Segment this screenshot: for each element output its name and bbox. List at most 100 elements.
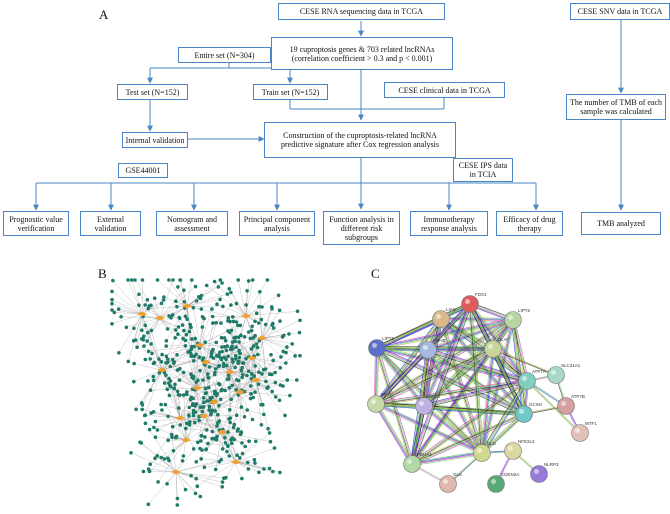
lncrna-node	[239, 368, 244, 373]
lncrna-node	[236, 359, 241, 364]
lncrna-node	[214, 321, 218, 325]
lncrna-node	[241, 372, 245, 377]
lncrna-node	[172, 386, 177, 390]
protein-node-atp7a	[518, 372, 536, 390]
lncrna-node	[231, 315, 235, 319]
lncrna-node	[200, 315, 205, 319]
lncrna-node	[253, 319, 257, 324]
lncrna-node	[184, 426, 188, 431]
lncrna-node	[210, 307, 214, 311]
lncrna-node	[170, 435, 174, 440]
lncrna-node	[245, 408, 249, 412]
lncrna-node	[293, 354, 297, 358]
lncrna-node	[110, 297, 114, 302]
protein-node-gcsh	[515, 405, 533, 423]
protein-node-nfe2l2	[504, 442, 522, 460]
lncrna-node	[295, 309, 300, 314]
lncrna-node	[210, 314, 215, 319]
lncrna-node	[181, 370, 186, 375]
lncrna-node	[231, 425, 236, 430]
lncrna-node	[140, 403, 145, 407]
lncrna-node	[166, 414, 170, 419]
gene-hub-node	[195, 342, 205, 348]
lncrna-node	[250, 324, 254, 329]
lncrna-gene-network	[110, 278, 302, 507]
lncrna-node	[248, 336, 253, 341]
lncrna-node	[269, 353, 273, 357]
lncrna-node	[218, 350, 222, 355]
lncrna-node	[189, 473, 193, 478]
gene-hub-node	[192, 385, 202, 391]
lncrna-node	[166, 357, 170, 362]
lncrna-node	[134, 407, 138, 412]
lncrna-node	[152, 425, 156, 430]
lncrna-node	[170, 424, 175, 429]
lncrna-node	[213, 370, 217, 375]
lncrna-node	[223, 436, 227, 440]
lncrna-node	[249, 372, 254, 376]
lncrna-node	[262, 412, 266, 417]
lncrna-node	[155, 454, 160, 458]
lncrna-node	[159, 301, 164, 306]
lncrna-node	[237, 355, 242, 360]
protein-node-lias	[432, 310, 450, 328]
lncrna-node	[141, 469, 146, 474]
lncrna-node	[288, 393, 292, 398]
lncrna-node	[191, 359, 196, 363]
lncrna-node	[256, 321, 261, 325]
lncrna-node	[187, 329, 192, 334]
lncrna-node	[271, 326, 276, 330]
lncrna-node	[248, 384, 253, 388]
lncrna-node	[188, 420, 192, 424]
lncrna-node	[254, 342, 259, 346]
lncrna-node	[219, 457, 223, 462]
lncrna-node	[138, 440, 142, 445]
lncrna-node	[253, 390, 257, 394]
pca-box: Principal component analysis	[239, 211, 315, 236]
lncrna-node	[246, 330, 251, 334]
lncrna-node	[249, 392, 253, 396]
lncrna-node	[217, 364, 222, 368]
lncrna-node	[165, 360, 170, 365]
gene-hub-node	[247, 355, 257, 361]
lncrna-node	[169, 316, 173, 320]
protein-label-fdx1: FDX1	[475, 292, 487, 297]
lncrna-node	[260, 305, 264, 309]
protein-node-lipt2	[504, 311, 522, 329]
lncrna-node	[230, 436, 235, 440]
lncrna-node	[227, 330, 232, 335]
lncrna-node	[230, 357, 235, 361]
lncrna-node	[133, 278, 137, 282]
lncrna-node	[151, 361, 156, 366]
lncrna-node	[129, 451, 133, 455]
lncrna-node	[176, 332, 180, 337]
protein-label-pdhb: PDHB	[433, 338, 446, 343]
lncrna-node	[228, 408, 232, 412]
gene-hub-node	[171, 469, 181, 475]
protein-node-lipt1	[368, 339, 386, 357]
lncrna-node	[238, 456, 242, 460]
lncrna-node	[194, 299, 199, 303]
lncrna-node	[165, 482, 169, 486]
lncrna-node	[146, 330, 150, 335]
gene-hub-node	[241, 313, 251, 319]
lncrna-node	[234, 413, 239, 418]
drug-therapy-box: Efficacy of drug therapy	[496, 211, 563, 236]
lncrna-node	[223, 339, 228, 343]
lncrna-node	[271, 358, 276, 363]
test-set-box: Test set (N=152)	[117, 84, 188, 100]
lncrna-node	[264, 322, 268, 327]
lncrna-node	[251, 395, 256, 400]
lncrna-node	[193, 420, 197, 425]
lncrna-node	[246, 279, 251, 283]
protein-label-lias: LIAS	[446, 307, 456, 312]
lncrna-node	[164, 373, 168, 378]
lncrna-node	[220, 387, 224, 392]
lncrna-node	[236, 335, 241, 340]
lncrna-node	[193, 491, 198, 496]
lncrna-node	[235, 453, 239, 458]
lncrna-node	[240, 451, 245, 456]
lncrna-node	[239, 431, 243, 435]
lncrna-node	[162, 457, 167, 461]
